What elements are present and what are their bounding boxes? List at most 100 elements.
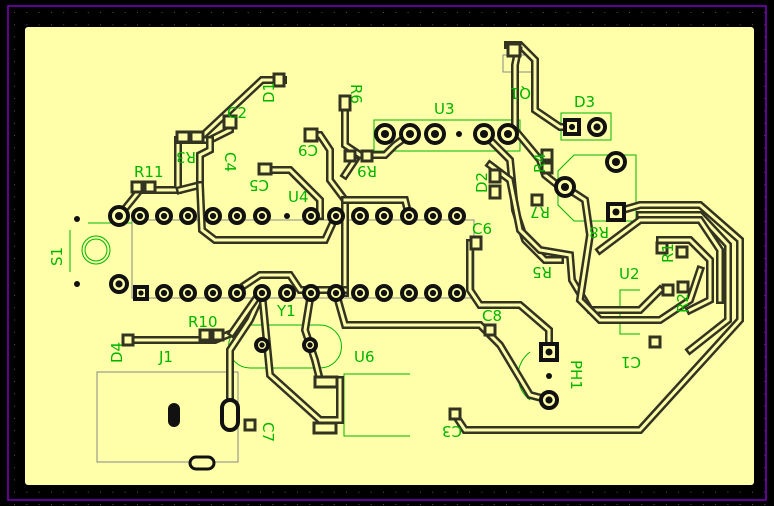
q-pad-hole <box>560 182 570 192</box>
j1-slot-pad <box>188 455 216 471</box>
pads <box>74 42 690 471</box>
c5-pad <box>257 162 273 176</box>
u4-pin-pad-hole <box>160 212 168 220</box>
c3-pad <box>448 407 462 421</box>
label-C4: C4 <box>221 152 239 172</box>
r2-pad <box>661 283 675 297</box>
r9-pad <box>360 149 374 163</box>
q-square-pad-hole <box>612 208 620 216</box>
u4-pin-pad-hole <box>184 289 192 297</box>
label-R11: R11 <box>134 163 164 181</box>
label-Q1: Q1 <box>510 84 531 102</box>
mounting-dot <box>74 216 80 222</box>
r9-pad <box>343 149 357 163</box>
label-R7: R7 <box>530 203 550 221</box>
j1-slot-pad <box>168 403 180 427</box>
u6-pad <box>312 421 338 435</box>
u4-pin-pad-hole <box>209 212 217 220</box>
u4-pin-pad-hole <box>307 212 315 220</box>
r2-pad <box>676 280 690 294</box>
label-D2: D2 <box>473 172 491 193</box>
u4-pin-pad-hole <box>380 212 388 220</box>
u4-pin-pad-hole <box>283 289 291 297</box>
u4-pin-pad-hole <box>380 289 388 297</box>
label-R6: R6 <box>347 84 365 104</box>
label-D3: D3 <box>574 93 595 111</box>
q1-pad <box>506 42 522 58</box>
mounting-dot <box>74 281 80 287</box>
u4-pin-pad-hole <box>453 212 461 220</box>
label-S1: S1 <box>48 247 66 266</box>
r10-pad <box>198 328 212 342</box>
label-J1: J1 <box>158 348 173 366</box>
label-U3: U3 <box>434 100 455 118</box>
c6-pad <box>469 235 483 251</box>
ph1-pad-hole <box>545 348 553 356</box>
c8-pad <box>483 323 497 337</box>
u3-pin-pad-hole <box>430 129 440 139</box>
u3-pin-pad-hole <box>503 129 513 139</box>
u4-pin-pad-hole <box>233 289 241 297</box>
u4-pin-pad-hole <box>184 212 192 220</box>
u4-pin-pad-hole <box>160 289 168 297</box>
r3-pad <box>189 130 205 144</box>
r1-pad <box>655 241 669 255</box>
u4-pin-pad-hole <box>258 289 266 297</box>
q-silkscreen <box>557 154 637 222</box>
r11-pad <box>130 180 144 194</box>
label-Y1: Y1 <box>276 302 296 320</box>
board-edge <box>7 5 767 501</box>
u4-pin-pad-hole <box>307 289 315 297</box>
r6-pad <box>338 94 352 112</box>
u4-pin-pad-hole <box>429 289 437 297</box>
label-C3: C3 <box>442 422 462 440</box>
u4-pin1-pad-hole <box>138 290 144 296</box>
j1-slot-pad <box>220 398 240 432</box>
u3-pin-pad-hole <box>405 129 415 139</box>
u4-pin-pad-hole <box>405 289 413 297</box>
mounting-dot <box>456 131 462 137</box>
label-U2: U2 <box>619 265 640 283</box>
r10-pad <box>211 328 225 342</box>
r4-pad <box>540 161 554 175</box>
label-C8: C8 <box>482 307 502 325</box>
d1-pad <box>272 72 286 88</box>
c1-pad <box>648 335 662 349</box>
label-C2: C2 <box>227 104 247 122</box>
s1-pad-hole <box>115 280 123 288</box>
label-U4: U4 <box>288 188 309 206</box>
c2-pad <box>222 114 238 130</box>
label-D1: D1 <box>260 82 278 103</box>
r3-pad <box>175 130 191 144</box>
label-D4: D4 <box>108 342 126 363</box>
grid-dots <box>14 12 766 505</box>
u4-pin-pad-hole <box>356 289 364 297</box>
label-R9: R9 <box>357 162 377 180</box>
y1-pad-hole <box>259 342 265 348</box>
label-C9: C9 <box>298 141 318 159</box>
u4-pin-pad-hole <box>405 212 413 220</box>
r4-pad <box>540 148 554 162</box>
c9-pad <box>303 127 319 143</box>
label-R2: R2 <box>674 293 692 313</box>
r1-pad <box>675 245 689 259</box>
u4-pin-pad-hole <box>209 289 217 297</box>
label-R1: R1 <box>659 243 677 263</box>
ph1-pad-hole <box>545 396 553 404</box>
u4-pin-pad-hole <box>233 212 241 220</box>
d2-pad <box>488 168 502 184</box>
label-U6: U6 <box>354 348 375 366</box>
label-C1: C1 <box>621 353 641 371</box>
label-C5: C5 <box>249 176 269 194</box>
designators: D1 C2 R3 C4 R11 C5 U4 C9 R6 R9 U3 Q1 D3 … <box>48 82 692 442</box>
u3-pin-pad-hole <box>479 129 489 139</box>
u4-pin-pad-hole <box>332 289 340 297</box>
s1-button-silk-inner <box>84 238 108 262</box>
d4-pad <box>121 333 135 347</box>
c7-pad <box>243 418 257 432</box>
board-substrate <box>25 27 754 485</box>
u4-pin-pad-hole <box>332 212 340 220</box>
u4-pin-pad-hole <box>258 212 266 220</box>
d3-anode-pad-hole <box>593 123 601 131</box>
